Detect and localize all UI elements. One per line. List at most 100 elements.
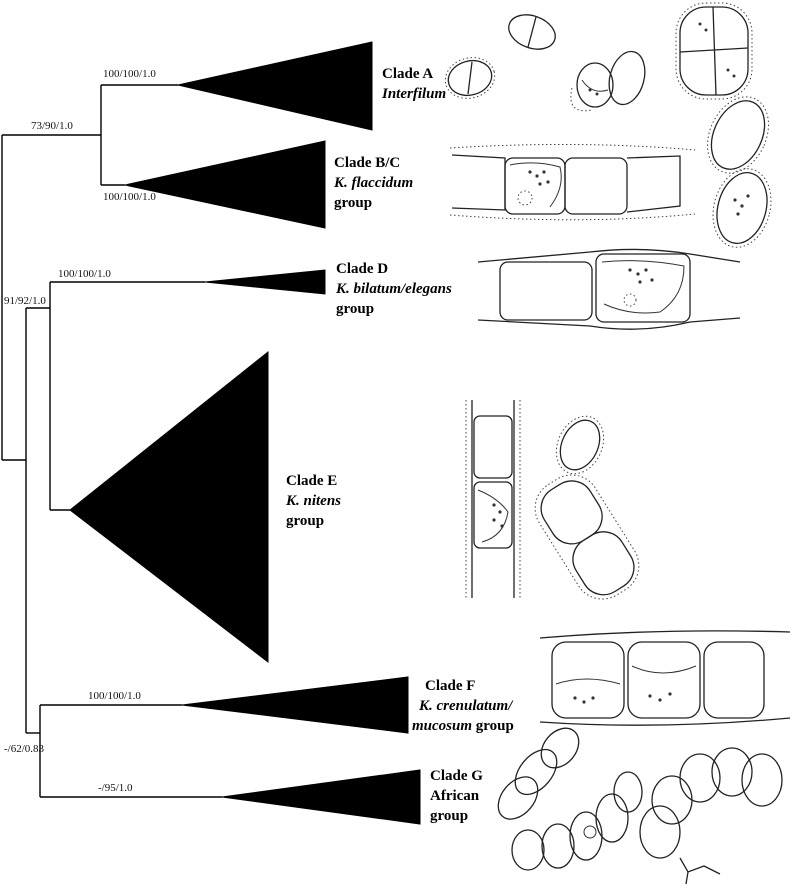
clade-f-name: Clade F <box>425 678 475 694</box>
cell-a2 <box>508 14 556 50</box>
cell-a3 <box>576 62 614 108</box>
g-cell-8 <box>613 771 643 813</box>
support-clade-g: -/95/1.0 <box>98 782 133 794</box>
clade-bc-name: Clade B/C <box>334 155 400 171</box>
support-clade-a: 100/100/1.0 <box>103 68 156 80</box>
cell-a1-wall <box>467 61 473 95</box>
e-chain-cell-1 <box>540 480 603 545</box>
cell-a1-sheath <box>444 57 496 99</box>
drawing-clade-e <box>465 400 640 600</box>
clade-labels: Clade A Interfilum Clade B/C K. flaccidu… <box>285 66 514 824</box>
g-cell-3 <box>540 727 580 769</box>
clade-d-name: Clade D <box>336 261 388 277</box>
cell-a3-pyrenoid <box>588 88 592 92</box>
f-chloroplast-2 <box>631 665 697 674</box>
wedge-clade-a <box>177 41 373 131</box>
clade-f-group: group <box>476 718 514 734</box>
bc-filament-sheath-top <box>449 143 696 151</box>
cell-a2-wall <box>527 16 537 48</box>
f-outer-top <box>539 630 791 639</box>
support-de-node: 91/92/1.0 <box>4 295 46 307</box>
e-cell-2 <box>473 481 513 549</box>
bc-cell-4-pyrenoids <box>733 194 750 216</box>
bc-nucleus <box>517 190 533 206</box>
bc-chloroplast <box>509 162 562 208</box>
tree-branches <box>1 84 222 798</box>
packet-pyrenoid-1 <box>698 22 702 26</box>
clade-bc-sub: K. flaccidum <box>333 175 413 191</box>
g-chain2-cell-2 <box>651 775 693 825</box>
g-cell-5 <box>541 823 575 869</box>
clade-g-sub: African <box>430 788 480 804</box>
bc-cell-4-sheath <box>712 168 772 248</box>
drawing-clade-a <box>444 2 753 112</box>
e-chain-cell-2 <box>572 531 635 596</box>
bc-cell-3-sheath <box>707 96 769 174</box>
g-chain2-cell-4 <box>711 747 753 797</box>
clade-f-sub: K. crenulatum/ <box>418 698 514 714</box>
support-clade-bc: 100/100/1.0 <box>103 191 156 203</box>
g-pyrenoid-ring <box>583 825 597 839</box>
packet-sheath <box>675 2 753 100</box>
f-cell-1 <box>551 641 625 719</box>
bc-cell-2 <box>564 157 628 215</box>
e-chloroplast <box>477 489 509 543</box>
drawing-clade-g <box>497 727 783 885</box>
g-chain2-cell-3 <box>679 753 721 803</box>
f-chloroplast-1 <box>555 678 621 685</box>
e-pyrenoids <box>492 503 504 528</box>
clade-e-group: group <box>286 513 324 529</box>
f-cell-2 <box>627 641 701 719</box>
g-cell-7 <box>595 793 629 843</box>
g-cell-4 <box>511 829 545 871</box>
wedge-clade-g <box>221 769 421 825</box>
clade-d-sub: K. bilatum/elegans <box>335 281 452 297</box>
packet-wall-v <box>712 6 717 96</box>
wedge-clade-f <box>181 676 409 734</box>
g-h-piece <box>679 857 721 885</box>
drawing-clade-bc <box>449 96 772 248</box>
bc-cell-3 <box>710 100 766 170</box>
e-chain-sheath <box>534 474 640 600</box>
g-chain2-cell-1 <box>639 805 681 859</box>
wedge-clade-d <box>204 269 326 295</box>
drawing-clade-f <box>539 630 791 726</box>
support-root-upper: 73/90/1.0 <box>31 120 73 132</box>
f-pyrenoids <box>573 692 672 704</box>
cell-a3-pyrenoid-2 <box>595 92 599 96</box>
d-cell-2 <box>595 253 691 323</box>
bc-filament-cut-right <box>626 155 681 213</box>
clade-f-group-line: mucosum group <box>412 718 514 734</box>
bc-cell-4 <box>716 172 768 244</box>
cell-a1 <box>447 59 493 97</box>
clade-e-sub: K. nitens <box>285 493 341 509</box>
e-cell-3 <box>559 419 601 471</box>
g-cell-1 <box>514 748 558 796</box>
drawing-clade-d <box>477 248 741 330</box>
bc-filament-sheath-bottom <box>449 213 696 221</box>
e-cell-1 <box>473 415 513 479</box>
clade-f-sub2: mucosum <box>412 718 472 734</box>
clade-e-name: Clade E <box>286 473 337 489</box>
d-nucleus <box>623 293 637 307</box>
support-clade-f: 100/100/1.0 <box>88 690 141 702</box>
packet-pyrenoid-2 <box>704 28 708 32</box>
f-cell-3 <box>703 641 765 719</box>
support-values: 73/90/1.0 100/100/1.0 100/100/1.0 91/92/… <box>4 68 156 794</box>
clade-g-group: group <box>430 808 468 824</box>
cell-a3-chloroplast <box>581 79 609 92</box>
e-cell-3-sheath <box>555 415 605 475</box>
clade-bc-group: group <box>334 195 372 211</box>
clade-a-name: Clade A <box>382 66 433 82</box>
clade-d-group: group <box>336 301 374 317</box>
clade-wedges <box>69 41 421 825</box>
f-outer-bottom <box>539 717 791 726</box>
wedge-clade-e <box>69 350 269 664</box>
packet-pyrenoid-3 <box>726 68 730 72</box>
support-fg-node: -/62/0.83 <box>4 743 45 755</box>
d-pyrenoids <box>628 268 654 284</box>
bc-pyrenoids <box>528 170 550 186</box>
bc-filament-cut-left <box>451 154 506 211</box>
d-cell-1 <box>499 261 593 321</box>
